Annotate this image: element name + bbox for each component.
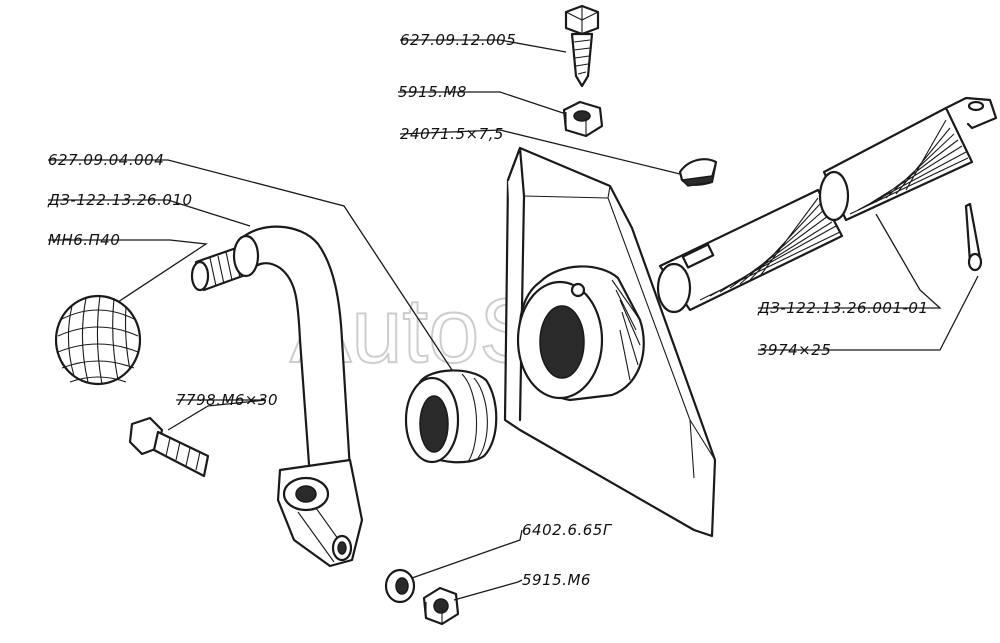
label-knob: МН6.П40 <box>48 231 120 249</box>
label-bolt-top: 627.09.12.005 <box>400 31 516 49</box>
collar-ring <box>516 265 645 402</box>
bolt-top <box>564 4 600 88</box>
leader-lines <box>48 39 979 601</box>
label-nut-m8: 5915.М8 <box>398 83 467 101</box>
label-bolt-m6: 7798.М6×30 <box>176 391 278 409</box>
label-cotter-pin: 3974×25 <box>758 341 831 359</box>
label-lever-rod: ДЗ-122.13.26.010 <box>47 191 193 209</box>
washer <box>384 568 416 604</box>
bushing <box>404 369 498 464</box>
lever <box>190 225 364 568</box>
label-key: 24071.5×7,5 <box>400 125 504 143</box>
cotter-pin <box>964 202 983 272</box>
label-shaft: ДЗ-122.13.26.001-01 <box>757 299 929 317</box>
label-washer: 6402.6.65Г <box>522 521 613 539</box>
nut-m8 <box>562 100 604 138</box>
label-nut-m6: 5915.М6 <box>522 571 591 589</box>
label-lever-part: 627.09.04.004 <box>48 151 164 169</box>
key <box>678 158 718 187</box>
bolt-m6 <box>128 416 210 478</box>
ball-knob <box>54 294 142 386</box>
nut-m6 <box>422 586 460 626</box>
shaft <box>656 96 998 314</box>
